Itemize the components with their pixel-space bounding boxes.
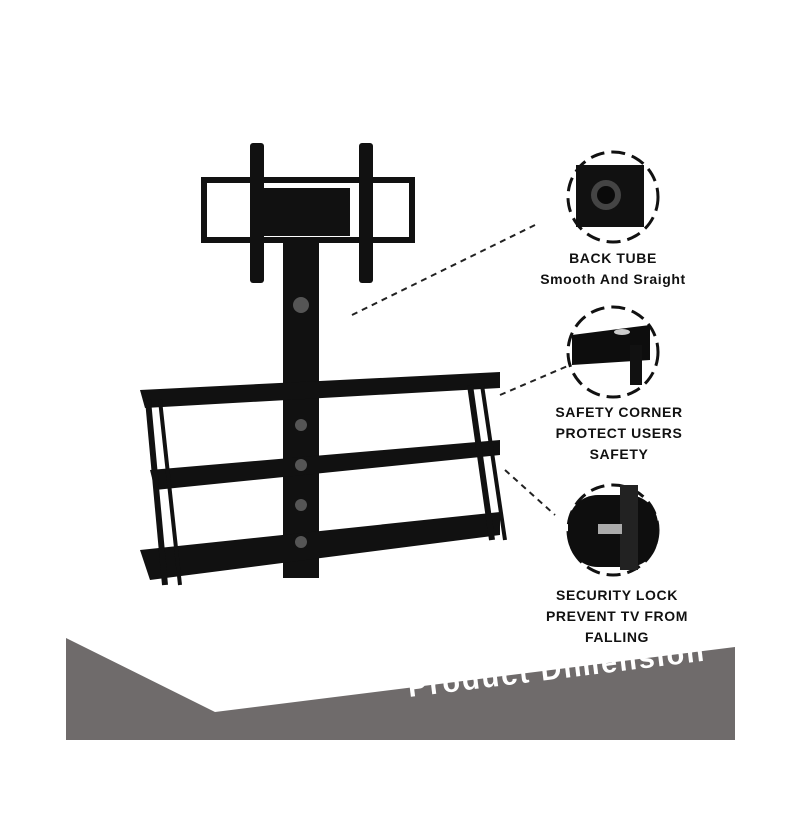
back-tube-detail-icon: [566, 150, 660, 244]
caption-line: SAFETY CORNER: [555, 404, 683, 420]
security-lock-detail-icon: [566, 483, 660, 577]
feature-caption-safety-corner: SAFETY CORNER PROTECT USERS SAFETY: [509, 402, 729, 465]
tv-stand: [140, 143, 507, 586]
caption-line: SECURITY LOCK: [556, 587, 678, 603]
caption-line: PREVENT TV FROM: [545, 608, 688, 624]
caption-line: PROTECT USERS: [555, 425, 683, 441]
banner-shape: [66, 638, 735, 740]
feature-caption-back-tube: BACK TUBE Smooth And Sraight: [503, 248, 723, 290]
safety-corner-detail-icon: [566, 305, 660, 399]
caption-line: Smooth And Sraight: [540, 271, 686, 287]
caption-line: FALLING: [584, 629, 650, 645]
leader-lines: [351, 224, 571, 516]
caption-line: BACK TUBE: [569, 250, 657, 266]
feature-caption-security-lock: SECURITY LOCK PREVENT TV FROM FALLING: [507, 585, 727, 648]
caption-line: SAFETY: [589, 446, 649, 462]
